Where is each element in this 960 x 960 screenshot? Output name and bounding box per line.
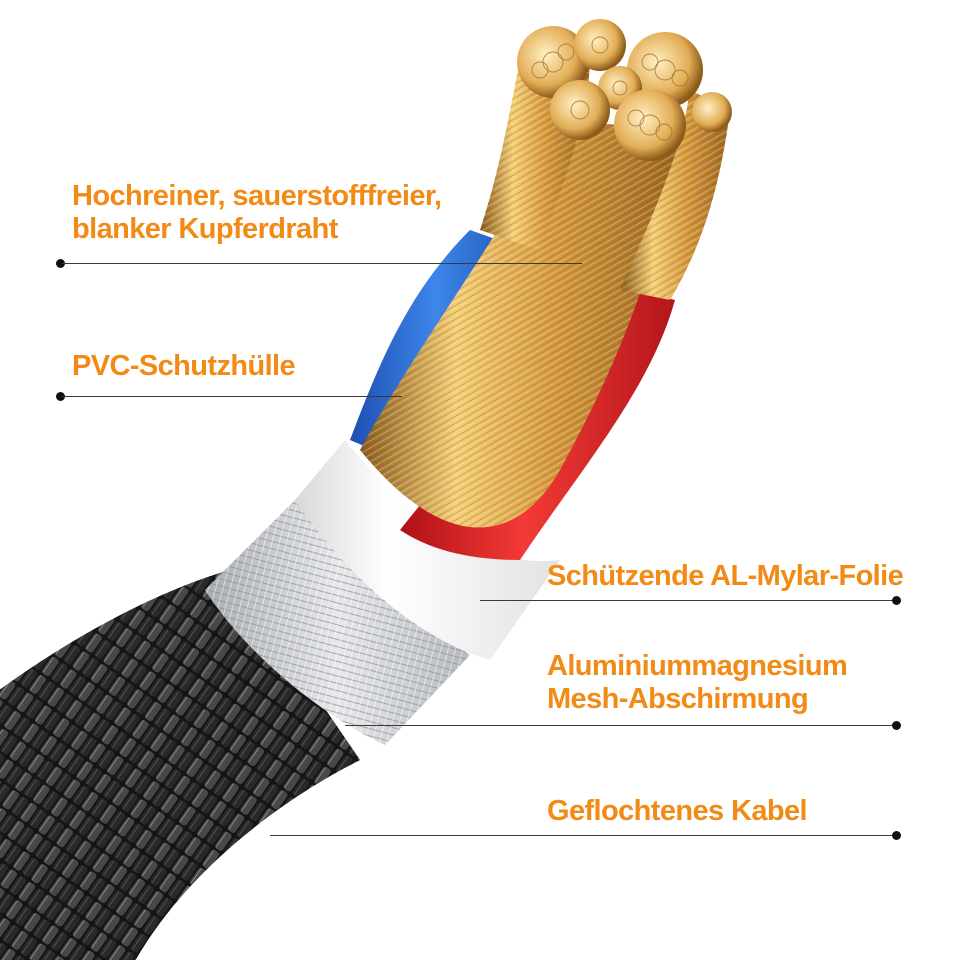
- mesh-shield-label: Aluminiummagnesium Mesh-Abschirmung: [547, 650, 848, 716]
- mesh-shield-leader-line: [345, 725, 894, 726]
- braided-cable-leader-line: [270, 835, 894, 836]
- pvc-sheath-leader-dot: [56, 392, 65, 401]
- mesh-shield-leader-dot: [892, 721, 901, 730]
- copper-wire-leader-dot: [56, 259, 65, 268]
- mesh-shield: [205, 500, 470, 745]
- copper-wire-label-line1: Hochreiner, sauerstofffreier,: [72, 180, 442, 212]
- mylar-foil: [295, 440, 560, 660]
- mylar-foil-leader-line: [480, 600, 894, 601]
- mesh-shield-label-line2: Mesh-Abschirmung: [547, 683, 809, 715]
- copper-bundle: [360, 120, 680, 528]
- copper-strands: [480, 19, 732, 300]
- copper-wire-label: Hochreiner, sauerstofffreier, blanker Ku…: [72, 180, 442, 246]
- mesh-shield-label-line1: Aluminiummagnesium: [547, 650, 848, 682]
- braided-cable-label: Geflochtenes Kabel: [547, 795, 808, 827]
- copper-wire-label-line2: blanker Kupferdraht: [72, 213, 338, 245]
- braided-cable-leader-dot: [892, 831, 901, 840]
- copper-wire-leader-line: [62, 263, 582, 264]
- mylar-foil-leader-dot: [892, 596, 901, 605]
- pvc-sheath-leader-line: [62, 396, 402, 397]
- pvc-sheath-label: PVC-Schutzhülle: [72, 350, 296, 382]
- mylar-foil-label: Schützende AL-Mylar-Folie: [547, 560, 904, 592]
- braided-cable: [0, 570, 360, 960]
